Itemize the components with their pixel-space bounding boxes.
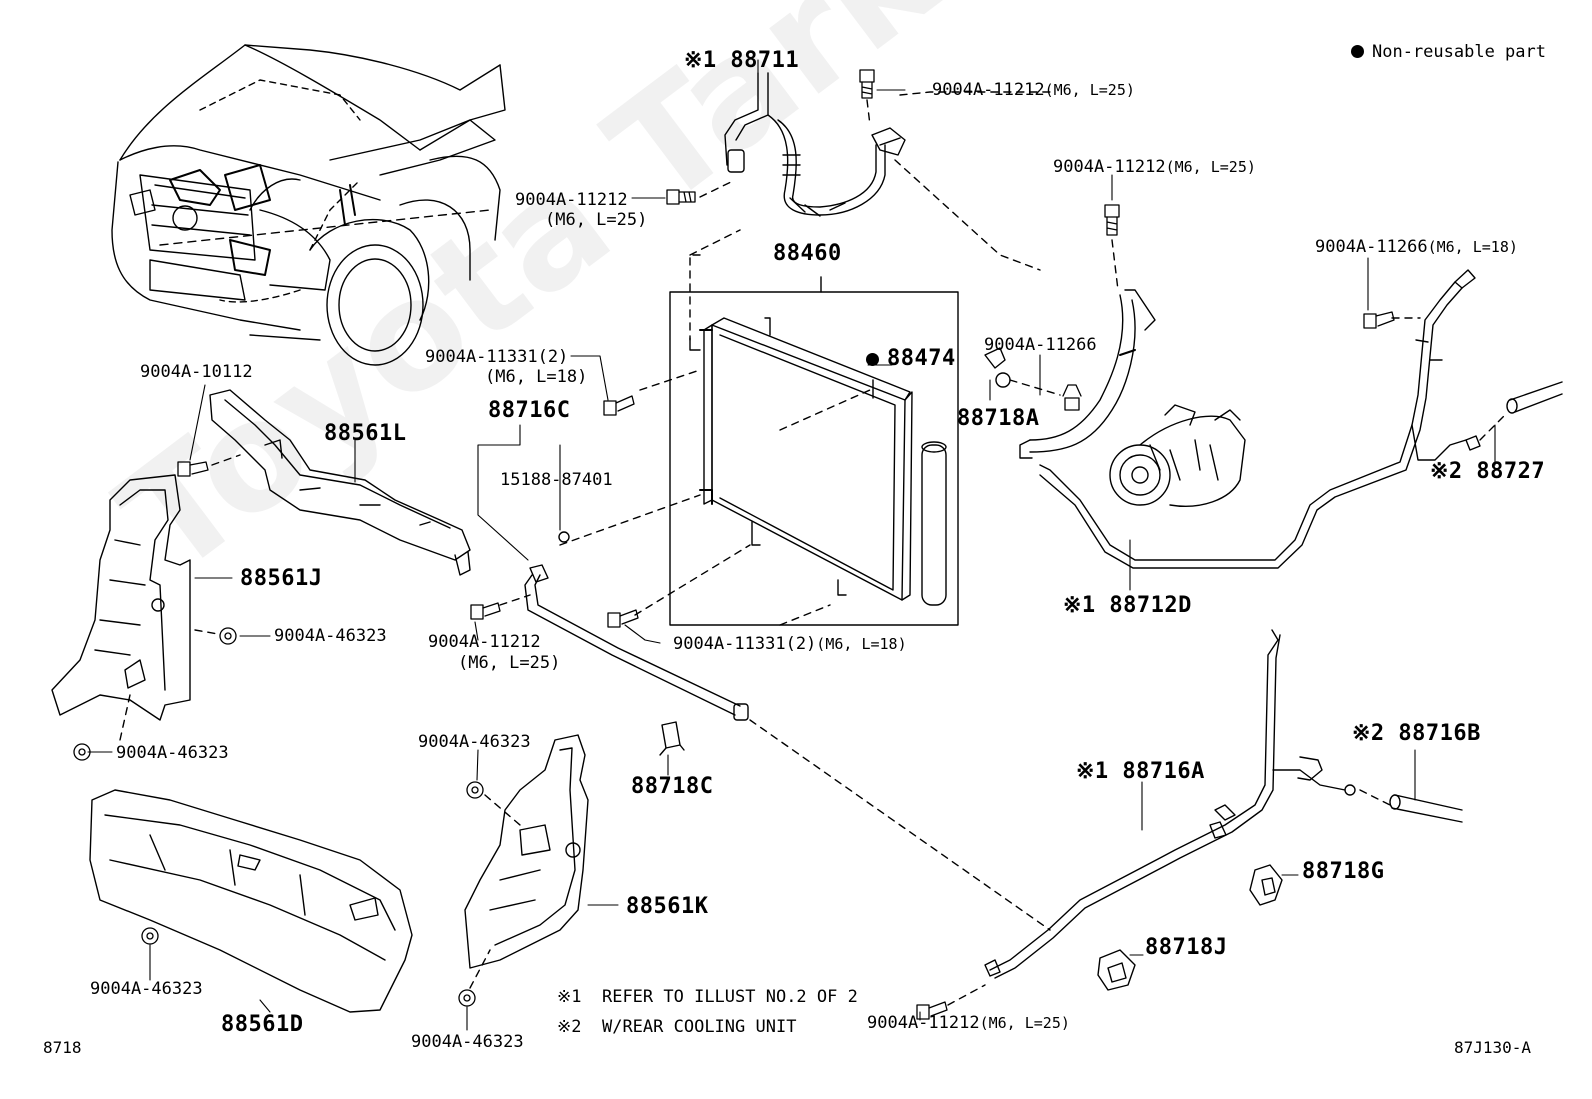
note-mark: ※2	[557, 1017, 582, 1037]
part-label-88716C[interactable]: 88716C	[488, 398, 571, 423]
part-label-bolt-11266-right[interactable]: 9004A-11266(M6, L=18)	[1315, 239, 1518, 256]
part-label-88460[interactable]: 88460	[773, 241, 842, 266]
nut-46323-e	[458, 989, 476, 1007]
part-label-bolt-11212-bottom[interactable]: 9004A-11212(M6, L=25)	[867, 1015, 1070, 1032]
part-label-88561D[interactable]: 88561D	[221, 1012, 304, 1037]
part-label-88716B[interactable]: ※2 88716B	[1352, 721, 1481, 746]
bolt-11266-right	[1363, 311, 1395, 329]
note-mark: ※1	[557, 987, 582, 1007]
bolt-11331-b	[607, 609, 639, 628]
bolt-number: 9004A-11331(2)	[673, 634, 817, 654]
note-text: W/REAR COOLING UNIT	[601, 1017, 797, 1037]
bolt-11331-a	[603, 395, 635, 416]
clip-88718C	[659, 721, 685, 756]
clip-88718G	[1249, 864, 1283, 906]
pipe-88716B	[1359, 789, 1463, 823]
pipe-88727	[1479, 381, 1563, 441]
bolt-11212-left	[470, 602, 501, 620]
part-label-88716A[interactable]: ※1 88716A	[1076, 759, 1205, 784]
nut-46323-c-lower	[141, 927, 159, 945]
legend: Non-reusable part	[1351, 42, 1546, 62]
part-label-88561L[interactable]: 88561L	[324, 421, 407, 446]
bolt-hose-a	[666, 189, 696, 205]
bolt-compressor	[1104, 204, 1120, 236]
note-2: ※2 W/REAR COOLING UNIT	[557, 1019, 796, 1036]
bolt-number: 9004A-11212	[1053, 157, 1166, 177]
part-label-nut-46323-b[interactable]: 9004A-46323	[116, 743, 229, 763]
bolt-number: 9004A-11266	[1315, 237, 1428, 257]
illustration-code: 87J130-A	[1454, 1038, 1532, 1057]
part-label-bolt-10112[interactable]: 9004A-10112	[140, 362, 253, 382]
part-label-nut-46323-a[interactable]: 9004A-46323	[274, 626, 387, 646]
part-label-88561K[interactable]: 88561K	[626, 894, 709, 919]
legend-text: Non-reusable part	[1372, 42, 1546, 62]
condenser-88460	[669, 276, 959, 626]
bolt-top-right	[859, 69, 875, 99]
part-label-88718G[interactable]: 88718G	[1302, 859, 1385, 884]
bolt-11212-bottom	[916, 1001, 948, 1020]
part-label-nut-46323-e[interactable]: 9004A-46323	[411, 1032, 524, 1052]
non-reusable-dot-icon	[866, 353, 879, 366]
bolt-spec: (M6, L=25)	[1165, 158, 1256, 176]
part-label-88718C[interactable]: 88718C	[631, 774, 714, 799]
part-label-88712D[interactable]: ※1 88712D	[1063, 593, 1192, 618]
part-label-88711[interactable]: ※1 88711	[684, 48, 800, 73]
bolt-11266-mid	[1062, 384, 1082, 411]
bolt-number: 9004A-11212	[932, 80, 1045, 100]
part-label-88718J[interactable]: 88718J	[1145, 935, 1228, 960]
part-label-bolt-11212-hose[interactable]: 9004A-11212	[515, 190, 628, 210]
bolt-spec: (M6, L=18)	[816, 635, 907, 653]
nut-46323-d	[466, 781, 484, 799]
clip-88718J	[1097, 949, 1136, 991]
part-label-88561J[interactable]: 88561J	[240, 566, 323, 591]
bolt-spec: (M6, L=25)	[1044, 81, 1135, 99]
seal-88561J	[51, 474, 191, 721]
part-label-15188[interactable]: 15188-87401	[500, 470, 613, 490]
leader-lines	[87, 59, 1496, 1031]
bolt-number: 9004A-11212	[867, 1013, 980, 1033]
nut-46323-a	[219, 627, 237, 645]
bolt-10112	[177, 461, 209, 477]
part-number: 88474	[887, 346, 956, 371]
seal-88561L	[209, 389, 471, 576]
bolt-spec: (M6, L=18)	[1427, 238, 1518, 256]
liquid-pipe-88716C	[524, 531, 749, 721]
compressor-assembly	[1019, 289, 1246, 507]
page-code-left: 8718	[43, 1038, 82, 1057]
note-text: REFER TO ILLUST NO.2 OF 2	[601, 987, 858, 1007]
part-label-nut-46323-c[interactable]: 9004A-46323	[418, 732, 531, 752]
part-label-bolt-11331-a[interactable]: 9004A-11331(2)	[425, 347, 569, 367]
part-label-88727[interactable]: ※2 88727	[1430, 459, 1546, 484]
part-label-88718A[interactable]: 88718A	[957, 406, 1040, 431]
liquid-pipe-88716A	[984, 629, 1356, 979]
part-label-bolt-11266-mid[interactable]: 9004A-11266	[984, 335, 1097, 355]
bolt-spec: (M6, L=25)	[979, 1014, 1070, 1032]
part-label-bolt-11212-hose-spec: (M6, L=25)	[545, 210, 648, 230]
part-label-bolt-11212-left-spec: (M6, L=25)	[458, 653, 561, 673]
note-1: ※1 REFER TO ILLUST NO.2 OF 2	[557, 989, 858, 1006]
part-label-bolt-11331-b[interactable]: 9004A-11331(2)(M6, L=18)	[673, 636, 907, 653]
seal-88561D	[89, 789, 413, 1013]
part-label-88474[interactable]: 88474	[866, 348, 956, 370]
part-label-bolt-11331-a-spec: (M6, L=18)	[485, 367, 588, 387]
suction-pipe-88712D	[1039, 269, 1481, 569]
part-label-bolt-11212-left[interactable]: 9004A-11212	[428, 632, 541, 652]
part-label-bolt-11212-compressor[interactable]: 9004A-11212(M6, L=25)	[1053, 159, 1256, 176]
dot-icon	[1351, 45, 1364, 58]
seal-88561K	[464, 734, 589, 969]
part-label-nut-46323-d[interactable]: 9004A-46323	[90, 979, 203, 999]
discharge-hose-88711	[724, 72, 906, 217]
vehicle-front-illustration	[111, 44, 506, 366]
part-label-bolt-11212-top[interactable]: 9004A-11212(M6, L=25)	[932, 82, 1135, 99]
